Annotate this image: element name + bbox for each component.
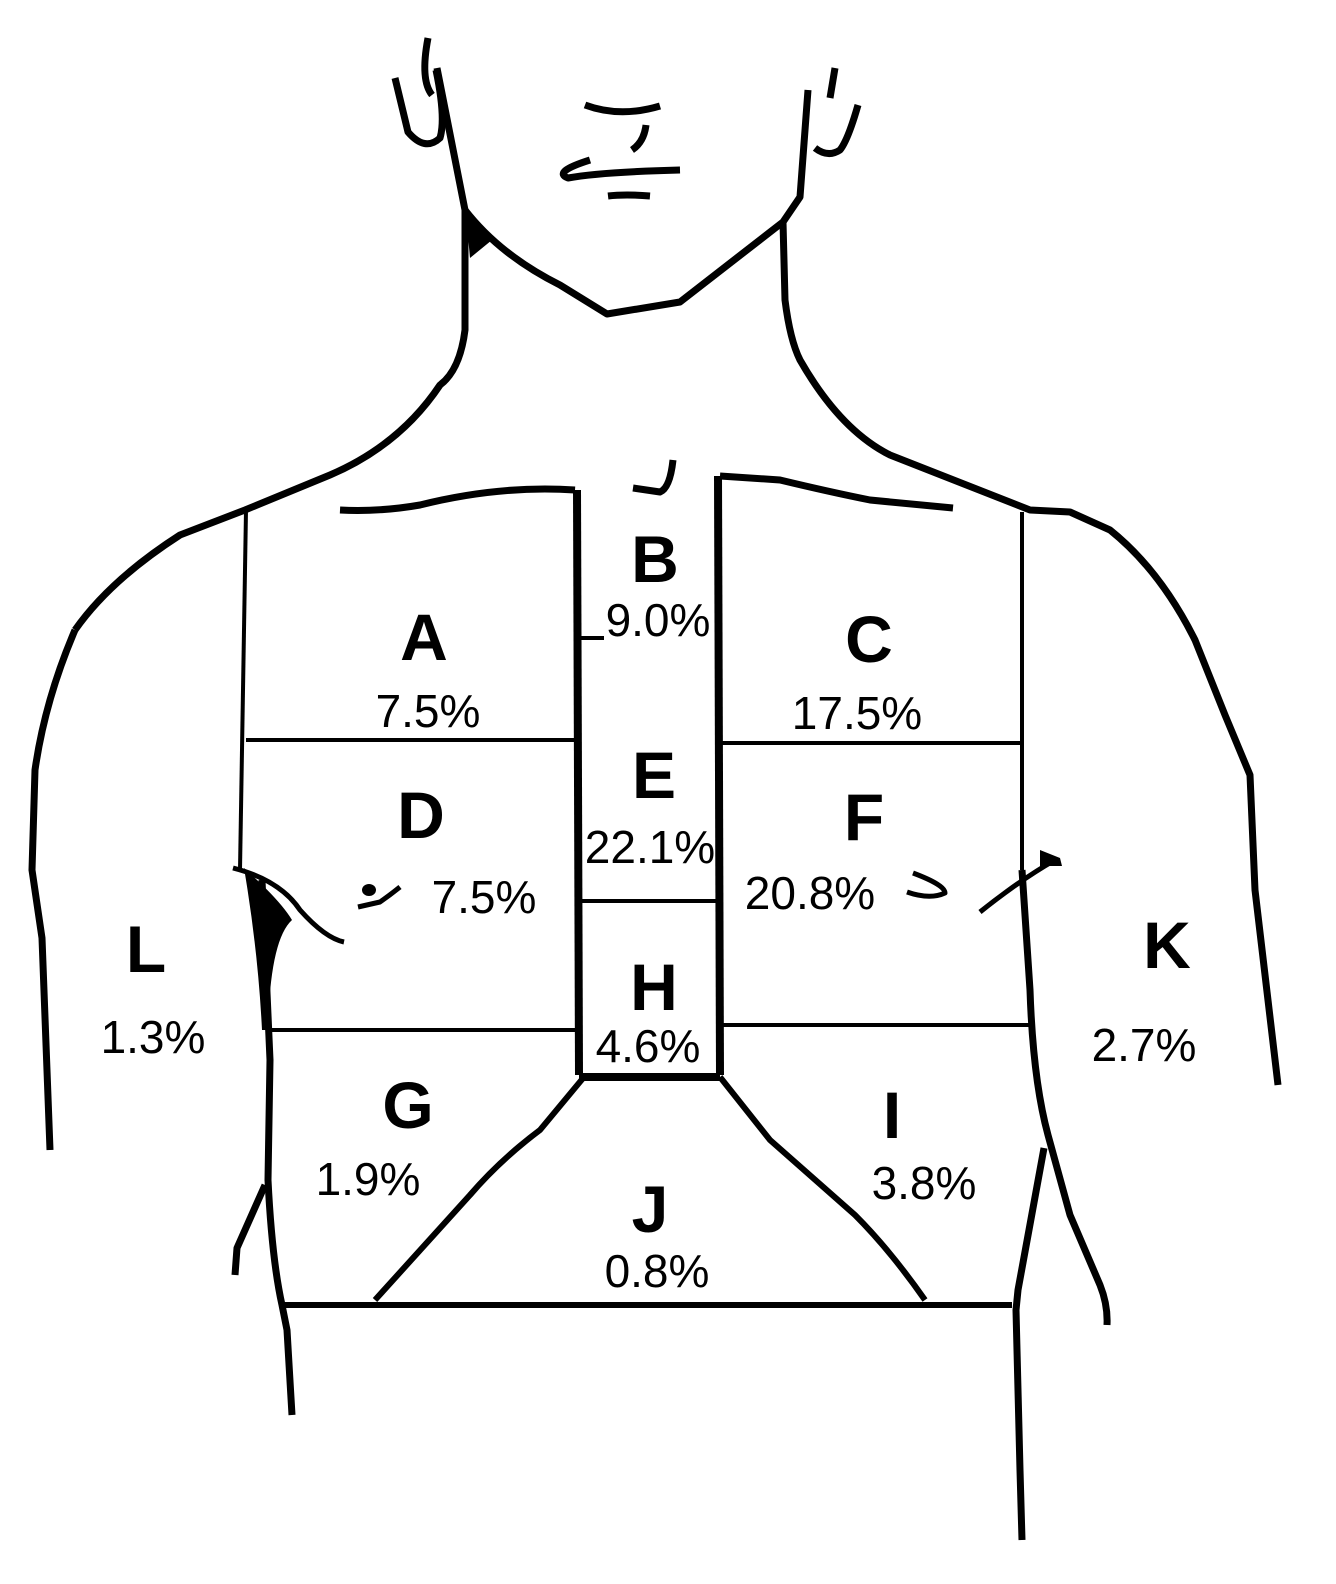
left-nipple-dot bbox=[362, 884, 376, 896]
left-axilla-shadow bbox=[244, 868, 292, 1030]
region-j-letter: J bbox=[631, 1172, 669, 1246]
region-j-percent: 0.8% bbox=[604, 1245, 710, 1297]
region-i-letter: I bbox=[882, 1078, 902, 1152]
left-chest-vertical bbox=[238, 509, 248, 871]
region-l-percent: 1.3% bbox=[100, 1011, 206, 1063]
region-e-percent: 22.1% bbox=[584, 821, 716, 873]
j-left-edge bbox=[372, 1075, 587, 1303]
region-c-letter: C bbox=[845, 602, 893, 676]
region-g-letter: G bbox=[382, 1068, 434, 1142]
region-k-percent: 2.7% bbox=[1091, 1019, 1197, 1071]
chin-line bbox=[607, 191, 651, 200]
region-d-letter: D bbox=[397, 778, 445, 852]
right-torso-side bbox=[1018, 869, 1111, 1326]
mouth-upper bbox=[583, 101, 662, 116]
region-h-letter: H bbox=[630, 950, 678, 1024]
region-a-letter: A bbox=[400, 600, 448, 674]
right-lower-torso bbox=[1012, 1147, 1048, 1541]
region-a-percent: 7.5% bbox=[375, 685, 481, 737]
left-pectoral-fold bbox=[232, 865, 345, 945]
left-arm-inner bbox=[231, 1183, 269, 1276]
right-ear bbox=[826, 67, 839, 99]
left-ear-outer bbox=[391, 69, 446, 148]
region-f-percent: 20.8% bbox=[744, 867, 876, 919]
sternum-left bbox=[573, 489, 583, 1076]
left-neck-shadow bbox=[466, 215, 492, 258]
j-right-edge bbox=[717, 1075, 928, 1302]
right-pectoral-fold bbox=[978, 857, 1057, 914]
region-g-percent: 1.9% bbox=[315, 1153, 421, 1205]
mouth-lower bbox=[559, 156, 681, 182]
sternum-right bbox=[714, 475, 724, 1076]
region-d-percent: 7.5% bbox=[431, 871, 537, 923]
region-e-letter: E bbox=[631, 738, 677, 812]
region-k-letter: K bbox=[1143, 908, 1191, 982]
region-b-letter: B bbox=[631, 522, 679, 596]
region-c-percent: 17.5% bbox=[791, 687, 923, 739]
left-clavicle bbox=[339, 485, 576, 514]
left-ear bbox=[421, 37, 435, 98]
region-i-percent: 3.8% bbox=[871, 1157, 977, 1209]
right-clavicle bbox=[719, 472, 954, 512]
region-f-letter: F bbox=[843, 780, 885, 854]
region-b-percent: 9.0% bbox=[605, 594, 711, 646]
neck-right bbox=[779, 221, 1282, 1086]
left-torso-side bbox=[258, 879, 296, 1416]
mouth-mid bbox=[629, 124, 650, 153]
left-arm-outer bbox=[28, 628, 79, 1151]
region-h-percent: 4.6% bbox=[595, 1020, 701, 1072]
left-nipple-mark bbox=[357, 885, 402, 910]
suprasternal-notch bbox=[632, 459, 677, 496]
right-ear-outer bbox=[812, 104, 862, 157]
right-nipple-mark bbox=[906, 870, 948, 899]
neck-left bbox=[72, 67, 469, 633]
right-nipple-marker bbox=[1040, 850, 1062, 866]
region-l-letter: L bbox=[125, 912, 167, 986]
jaw bbox=[462, 89, 812, 318]
